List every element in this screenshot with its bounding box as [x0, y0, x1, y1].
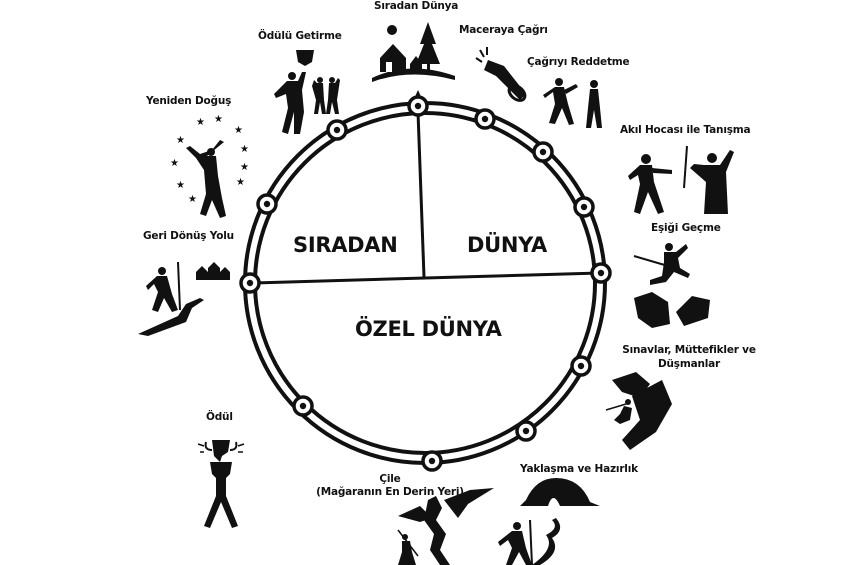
road-back-illustration	[138, 261, 230, 336]
svg-text:★: ★	[176, 180, 185, 191]
svg-text:★: ★	[240, 144, 249, 155]
stage-refusal-of-call: Çağrıyı Reddetme	[527, 56, 630, 68]
stage-ordinary-world: Sıradan Dünya	[374, 0, 459, 12]
stage-road-back: Geri Dönüş Yolu	[143, 230, 234, 242]
svg-text:★: ★	[240, 162, 249, 173]
village-illustration	[372, 22, 455, 82]
svg-text:★: ★	[234, 125, 243, 136]
stage-ordeal-line2: (Mağaranın En Derin Yeri)	[316, 486, 464, 498]
dragon-illustration	[397, 488, 494, 565]
stage-call-to-adventure: Maceraya Çağrı	[459, 24, 548, 36]
return-elixir-illustration	[274, 50, 340, 134]
stage-resurrection: Yeniden Doğuş	[146, 95, 232, 107]
svg-text:★: ★	[188, 194, 197, 205]
threshold-illustration	[633, 243, 710, 328]
ordinary-label-right: DÜNYA	[467, 233, 548, 257]
refusal-figures-illustration	[543, 78, 602, 128]
svg-text:★: ★	[236, 177, 245, 188]
ordinary-label-left: SIRADAN	[293, 233, 398, 257]
stage-ordeal-line1: Çile	[379, 473, 401, 485]
mentor-illustration	[628, 145, 734, 214]
stage-tests-line1: Sınavlar, Müttefikler ve	[622, 344, 756, 356]
reward-illustration	[197, 440, 245, 528]
svg-text:★: ★	[176, 135, 185, 146]
cave-illustration	[498, 478, 600, 565]
stage-reward: Ödül	[206, 411, 233, 423]
stage-approach: Yaklaşma ve Hazırlık	[520, 463, 638, 475]
stage-tests-allies-enemies: Sınavlar, Müttefikler ve Düşmanlar	[614, 343, 764, 371]
tests-illustration	[605, 372, 672, 450]
svg-text:★: ★	[214, 114, 223, 125]
stage-meeting-mentor: Akıl Hocası ile Tanışma	[620, 124, 751, 136]
stage-crossing-threshold: Eşiği Geçme	[651, 222, 721, 234]
special-world-label: ÖZEL DÜNYA	[355, 317, 502, 341]
stage-return-with-elixir: Ödülü Getirme	[258, 30, 342, 42]
trumpet-illustration	[475, 47, 527, 102]
svg-text:★: ★	[196, 117, 205, 128]
svg-text:★: ★	[170, 158, 179, 169]
stage-ordeal: Çile (Mağaranın En Derin Yeri)	[305, 473, 475, 499]
rebirth-illustration: ★★★ ★★★ ★★★ ★	[170, 114, 249, 218]
stage-tests-line2: Düşmanlar	[657, 358, 720, 370]
